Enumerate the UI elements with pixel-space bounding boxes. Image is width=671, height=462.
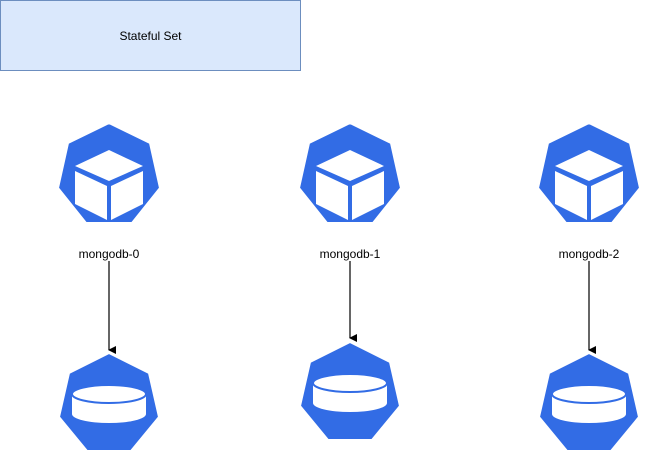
pod-icon-1[interactable]: [297, 121, 403, 224]
pod-icon-0[interactable]: [56, 121, 162, 224]
persistent-volume-icon-1[interactable]: [298, 340, 402, 441]
persistent-volume-icon-2[interactable]: [537, 351, 641, 452]
pod-icon-2[interactable]: [536, 121, 642, 224]
pod-label-0: mongodb-0: [78, 247, 140, 261]
pod-label-2: mongodb-2: [558, 247, 620, 261]
stateful-set-label: Stateful Set: [119, 28, 182, 43]
persistent-volume-icon-0[interactable]: [57, 351, 161, 452]
stateful-set-box[interactable]: Stateful Set: [0, 0, 301, 71]
pod-label-1: mongodb-1: [319, 247, 381, 261]
